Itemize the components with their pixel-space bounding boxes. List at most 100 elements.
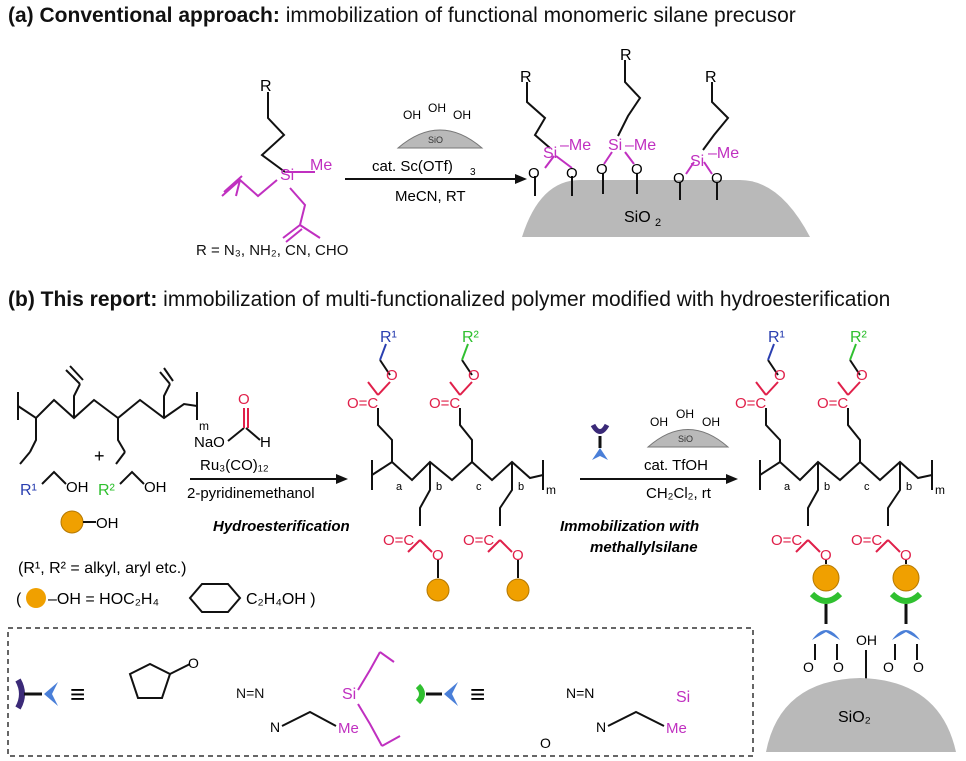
surface-silane-1-r: R bbox=[520, 69, 532, 86]
silica-surface-b bbox=[766, 678, 956, 752]
triazole-n3-2: N=N bbox=[566, 685, 594, 701]
ester-polymer-oc3: O=C bbox=[383, 532, 414, 549]
bead-alcohol-oh: OH bbox=[96, 515, 119, 532]
final-c: c bbox=[864, 481, 870, 493]
formate-o: O bbox=[238, 391, 250, 408]
legend-linker-1 bbox=[15, 678, 58, 710]
final-product bbox=[755, 343, 933, 564]
final-r2: R² bbox=[850, 329, 868, 346]
surface-silane-2-me: –Me bbox=[625, 137, 656, 154]
ester-polymer-b: b bbox=[436, 481, 442, 493]
silica-surface-a bbox=[522, 180, 810, 237]
panel-a-heading: (a) Conventional approach: immobilizatio… bbox=[8, 4, 796, 28]
plus-sign: + bbox=[94, 446, 105, 466]
ester-polymer-oc1: O=C bbox=[347, 395, 378, 412]
legend-equiv-1: ≡ bbox=[70, 679, 85, 709]
final-m: m bbox=[935, 483, 945, 497]
oh-2: OH bbox=[428, 101, 446, 115]
final-o4: O bbox=[900, 547, 912, 564]
ester-polymer-r2: R² bbox=[462, 329, 480, 346]
succinimide-ring bbox=[128, 662, 191, 699]
silica-a-label: SiO bbox=[624, 209, 651, 226]
bead-def-left: ( bbox=[16, 591, 22, 608]
ester-bead-1 bbox=[426, 578, 450, 602]
legend-me-2: Me bbox=[666, 720, 687, 737]
oh-b1: OH bbox=[650, 415, 668, 429]
monomer-me-label: Me bbox=[310, 157, 332, 174]
legend-equiv-2: ≡ bbox=[470, 679, 485, 709]
benzene-ring bbox=[188, 583, 242, 613]
ester-bead-2 bbox=[506, 578, 530, 602]
ester-polymer bbox=[367, 343, 544, 578]
step2-line2: methallylsilane bbox=[590, 539, 698, 556]
oh-b3: OH bbox=[702, 415, 720, 429]
legend-linker-2 bbox=[415, 682, 458, 706]
final-linker-2 bbox=[889, 564, 923, 660]
final-surface-o4: O bbox=[913, 659, 924, 675]
legend-me-1: Me bbox=[338, 720, 359, 737]
surface-silane-3-o2: O bbox=[711, 170, 723, 187]
final-oc3: O=C bbox=[771, 532, 802, 549]
ester-polymer-oc2: O=C bbox=[429, 395, 460, 412]
r2-alcohol-oh: OH bbox=[144, 479, 167, 496]
r2-alcohol-r: R² bbox=[98, 482, 116, 499]
final-o2: O bbox=[856, 367, 868, 384]
ester-polymer-d: b bbox=[518, 481, 524, 493]
final-o1: O bbox=[774, 367, 786, 384]
legend-si-1: Si bbox=[342, 686, 356, 703]
surface-silane-2-si: Si bbox=[608, 137, 622, 154]
final-b: b bbox=[824, 481, 830, 493]
surface-silane-1 bbox=[526, 82, 573, 196]
final-oc4: O=C bbox=[851, 532, 882, 549]
final-surface-o1: O bbox=[803, 659, 814, 675]
monomer-si-label: Si bbox=[280, 167, 294, 184]
catalyst-a: cat. Sc(OTf) bbox=[372, 158, 453, 175]
methallyl-groups bbox=[221, 171, 321, 243]
panel-a-heading-bold: (a) Conventional approach: bbox=[8, 4, 280, 27]
catalyst-a-sub: 3 bbox=[470, 167, 476, 178]
catalyst-b: cat. TfOH bbox=[644, 457, 708, 474]
triazole-n3-1: N=N bbox=[236, 685, 264, 701]
final-a: a bbox=[784, 481, 791, 493]
bead-def-right: C₂H₄OH ) bbox=[246, 591, 316, 608]
ester-polymer-o1: O bbox=[386, 367, 398, 384]
reagent-b2: 2-pyridinemethanol bbox=[187, 485, 315, 502]
surface-silane-2-o1: O bbox=[596, 161, 608, 178]
legend-si-2: Si bbox=[676, 689, 690, 706]
polybutadiene-m: m bbox=[199, 419, 209, 433]
final-d: b bbox=[906, 481, 912, 493]
silica-a-sub: 2 bbox=[655, 217, 661, 229]
conditions-a: MeCN, RT bbox=[395, 188, 466, 205]
small-silica-a-label: SiO bbox=[428, 135, 443, 145]
formate-h: H bbox=[260, 434, 271, 451]
surface-silane-3 bbox=[679, 82, 730, 200]
triazole-n-2: N bbox=[596, 719, 606, 735]
ester-polymer-m: m bbox=[546, 483, 556, 497]
naoc-label: NaO bbox=[194, 434, 225, 451]
triazole-n-1: N bbox=[270, 719, 280, 735]
surface-silane-1-si: Si bbox=[543, 145, 557, 162]
ester-polymer-o3: O bbox=[432, 547, 444, 564]
ester-polymer-a: a bbox=[396, 481, 403, 493]
r1-alcohol-oh: OH bbox=[66, 479, 89, 496]
surface-silane-2 bbox=[602, 60, 642, 194]
step2-line1: Immobilization with bbox=[560, 518, 699, 535]
bead-def-icon bbox=[26, 588, 46, 608]
panel-b-heading: (b) This report: immobilization of multi… bbox=[8, 288, 890, 312]
small-silica-a bbox=[396, 129, 484, 149]
final-r1: R¹ bbox=[768, 329, 785, 346]
final-surface-oh: OH bbox=[856, 632, 877, 648]
panel-b-heading-rest: immobilization of multi-functionalized p… bbox=[157, 288, 891, 311]
legend-box bbox=[7, 627, 754, 757]
bead-def-eq: –OH = HOC₂H₄ bbox=[48, 591, 159, 608]
surface-silane-3-me: –Me bbox=[708, 145, 739, 162]
oh-1: OH bbox=[403, 108, 421, 122]
r-definition: (R¹, R² = alkyl, aryl etc.) bbox=[18, 560, 186, 577]
final-surface-o3: O bbox=[883, 659, 894, 675]
silica-b-label: SiO₂ bbox=[838, 709, 871, 726]
reagent-b1: Ru₃(CO)₁₂ bbox=[200, 457, 269, 474]
r1-alcohol-r: R¹ bbox=[20, 482, 37, 499]
r-groups-label: R = N₃, NH₂, CN, CHO bbox=[196, 242, 349, 259]
legend-carbonyl-o: O bbox=[540, 735, 551, 751]
